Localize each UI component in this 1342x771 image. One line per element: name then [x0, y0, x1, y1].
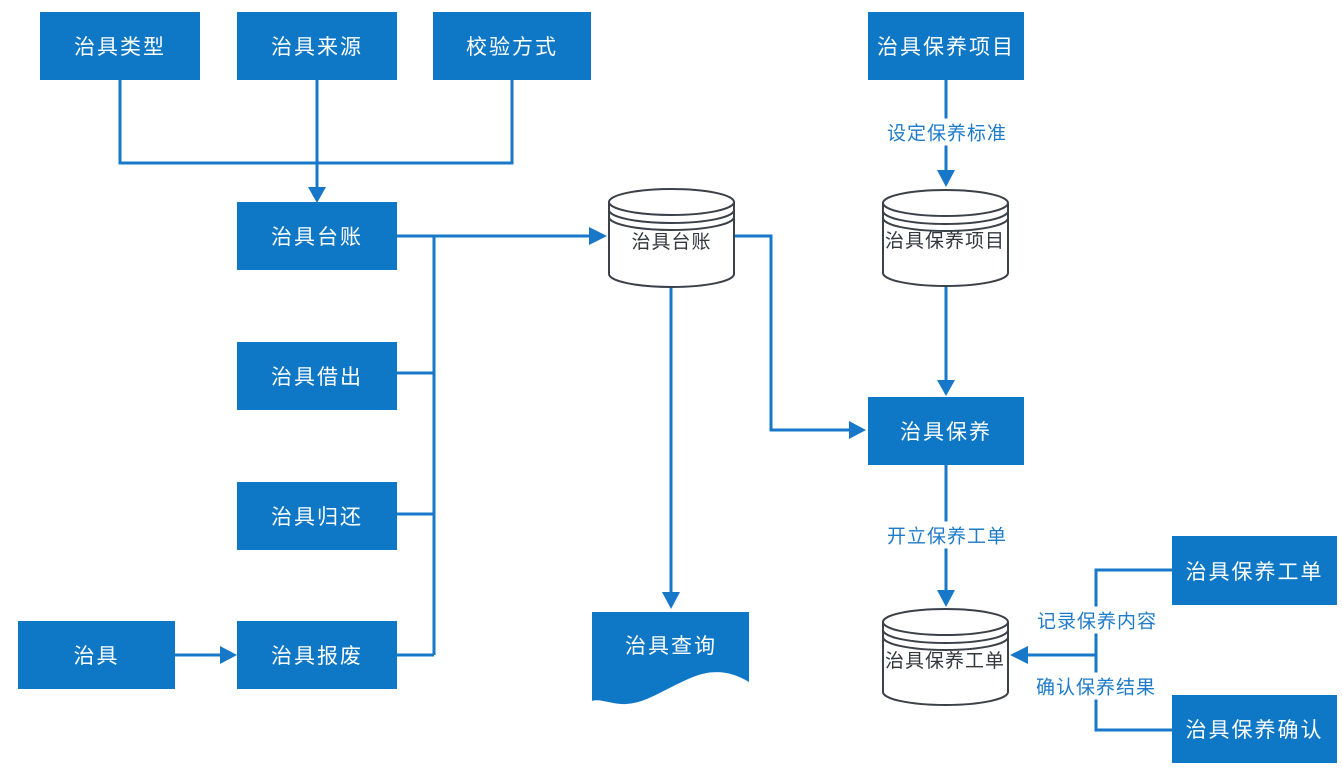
cylinder-fixture-ledger: [608, 188, 735, 288]
node-fixture-return: 治具归还: [237, 482, 397, 550]
edge-label-confirm-result: 确认保养结果: [1031, 672, 1161, 700]
arrowhead-into-maintenance-top: [937, 380, 955, 396]
node-fixture-ledger-box: 治具台账: [237, 202, 397, 270]
edge-label-set-standard: 设定保养标准: [882, 118, 1012, 146]
arrowhead-into-orderdb-right: [1010, 646, 1028, 664]
label-maintenance-order-db: 治具保养工单: [884, 651, 1005, 672]
node-fixture-type: 治具类型: [40, 12, 200, 80]
cylinder-maintenance-item: [882, 189, 1009, 287]
node-fixture-maintenance: 治具保养: [868, 397, 1024, 465]
arrowhead-into-ledgerbox: [308, 187, 326, 203]
cylinder-maintenance-order: [882, 608, 1009, 706]
arrowhead-into-ledgerdb: [589, 227, 607, 245]
edge-label-record-content: 记录保养内容: [1032, 606, 1162, 634]
edge-label-create-order: 开立保养工单: [882, 521, 1012, 549]
node-fixture: 治具: [18, 621, 175, 689]
arrowhead-into-query: [662, 592, 680, 609]
edge-right-bracket: [1094, 568, 1172, 732]
node-maintenance-item-box: 治具保养项目: [868, 12, 1024, 80]
label-fixture-ledger-db: 治具台账: [631, 232, 712, 253]
label-maintenance-item-db: 治具保养项目: [884, 231, 1005, 252]
edge-ledgerdb-to-maintenance: [735, 234, 849, 432]
node-maintenance-order-box: 治具保养工单: [1172, 536, 1337, 605]
arrowhead-into-scrap: [220, 646, 237, 664]
node-calibration-method: 校验方式: [433, 12, 591, 80]
arrowhead-into-itemdb: [937, 170, 955, 187]
label-fixture-query: 治具查询: [625, 635, 717, 658]
node-maintenance-confirm-box: 治具保养确认: [1172, 695, 1337, 763]
arrowhead-into-maintenance-left: [849, 421, 866, 439]
node-fixture-lend: 治具借出: [237, 342, 397, 410]
node-fixture-scrap: 治具报废: [237, 621, 397, 689]
node-fixture-source: 治具来源: [237, 12, 397, 80]
document-fixture-query: [592, 612, 749, 705]
arrowhead-into-orderdb-top: [937, 590, 955, 607]
